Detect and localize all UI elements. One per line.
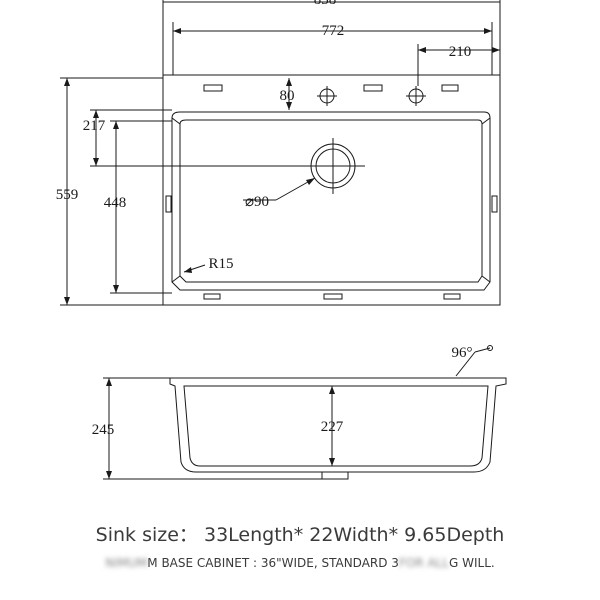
sink-bowl-outline [171,111,491,291]
dim-drain-diameter: ⌀90 [245,194,269,210]
cabinet-note-line1: NIMUMM BASE CABINET : 36"WIDE, STANDARD … [0,556,600,570]
dim-flange-angle: 96° [452,345,473,361]
dim-tap-offset: 210 [449,44,472,60]
dim-bowl-length: 448 [104,195,127,211]
dim-total-depth: 245 [92,422,115,438]
dim-overall-width: 838 [314,0,337,8]
cabinet-note-text-a: M BASE CABINET : 36"WIDE, STANDARD 3 [147,556,399,570]
dim-front-to-drain: 217 [83,118,106,134]
dim-corner-radius: R15 [208,256,233,272]
deck-slot-right [441,84,459,92]
dim-deck-depth: 80 [280,88,295,104]
dim-inner-width: 772 [322,23,345,39]
sink-outer-outline [162,74,501,306]
deck-slot-middle [363,84,383,92]
redacted-text-2: FOR ALL [398,556,450,570]
cabinet-note-text-b: G WILL. [449,556,495,570]
dim-overall-length: 559 [56,187,79,203]
sink-side-section [169,377,507,473]
deck-slot-left [203,84,223,92]
sink-size-caption: Sink size： 33Length* 22Width* 9.65Depth [95,524,505,546]
redacted-text: NIMUM [105,556,148,570]
dim-bowl-depth: 227 [321,419,344,435]
